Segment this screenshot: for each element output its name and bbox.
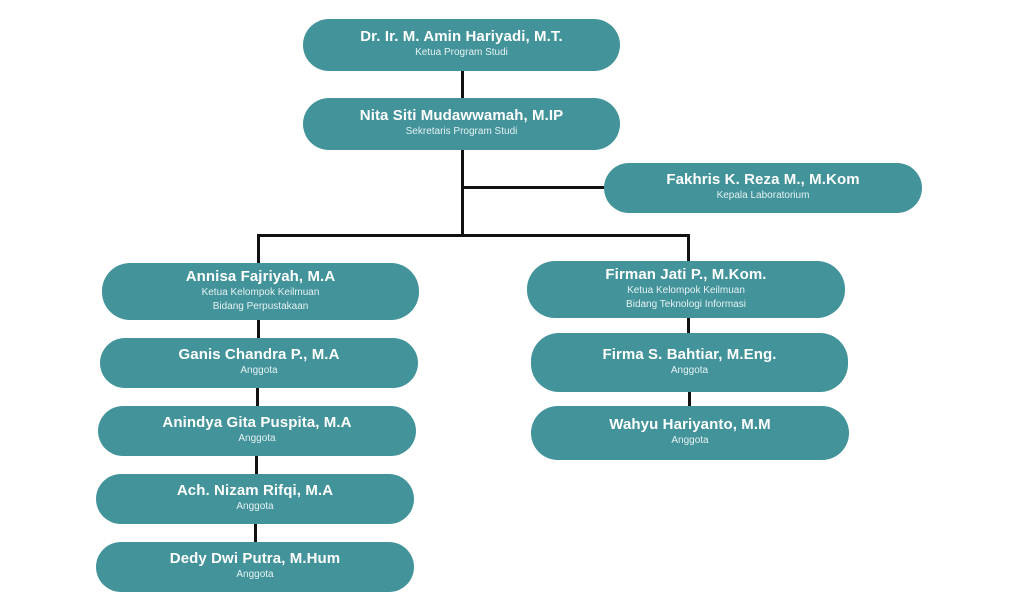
node-name: Ach. Nizam Rifqi, M.A [176, 482, 334, 499]
node-role: Bidang Teknologi Informasi [626, 298, 746, 310]
node-right-member: Firma S. Bahtiar, M.Eng. Anggota [531, 333, 848, 392]
node-left-member: Anindya Gita Puspita, M.A Anggota [98, 406, 416, 456]
connector-left-3 [255, 456, 258, 474]
node-role: Ketua Kelompok Keilmuan [201, 286, 320, 298]
connector-head-to-secretary [461, 71, 464, 98]
node-secretary: Nita Siti Mudawwamah, M.IP Sekretaris Pr… [303, 98, 620, 150]
connector-left-2 [256, 388, 259, 406]
connector-right-2 [688, 392, 691, 406]
node-left-member: Dedy Dwi Putra, M.Hum Anggota [96, 542, 414, 592]
connector-groups-bar [257, 234, 690, 237]
node-name: Dr. Ir. M. Amin Hariyadi, M.T. [360, 28, 563, 45]
node-role: Anggota [236, 501, 274, 512]
node-name: Fakhris K. Reza M., M.Kom [666, 171, 860, 188]
node-left-member: Ganis Chandra P., M.A Anggota [100, 338, 418, 388]
node-role: Kepala Laboratorium [716, 190, 810, 201]
node-role: Ketua Program Studi [415, 47, 508, 58]
node-name: Annisa Fajriyah, M.A [185, 267, 336, 285]
node-role: Anggota [671, 435, 709, 446]
connector-left-4 [254, 524, 257, 542]
node-role: Anggota [670, 364, 709, 376]
node-left-lead: Annisa Fajriyah, M.A Ketua Kelompok Keil… [102, 263, 419, 320]
node-left-member: Ach. Nizam Rifqi, M.A Anggota [96, 474, 414, 524]
node-right-lead: Firman Jati P., M.Kom. Ketua Kelompok Ke… [527, 261, 845, 318]
connector-left-1 [257, 320, 260, 338]
connector-lab-branch [461, 186, 605, 189]
node-right-member: Wahyu Hariyanto, M.M Anggota [531, 406, 849, 460]
node-name: Anindya Gita Puspita, M.A [162, 414, 352, 431]
connector-right-1 [687, 318, 690, 333]
node-name: Nita Siti Mudawwamah, M.IP [359, 107, 564, 124]
connector-secretary-trunk [461, 150, 464, 236]
node-role: Ketua Kelompok Keilmuan [627, 284, 745, 296]
node-role: Anggota [238, 433, 276, 444]
connector-left-drop [257, 234, 260, 264]
node-role: Sekretaris Program Studi [405, 126, 518, 137]
node-role: Anggota [240, 365, 278, 376]
node-role: Bidang Perpustakaan [212, 300, 309, 312]
node-name: Dedy Dwi Putra, M.Hum [169, 550, 341, 567]
node-name: Firma S. Bahtiar, M.Eng. [602, 345, 777, 363]
node-role: Anggota [236, 569, 274, 580]
node-name: Firman Jati P., M.Kom. [605, 265, 767, 283]
node-lab-head: Fakhris K. Reza M., M.Kom Kepala Laborat… [604, 163, 922, 213]
connector-right-drop [687, 234, 690, 262]
node-head: Dr. Ir. M. Amin Hariyadi, M.T. Ketua Pro… [303, 19, 620, 71]
node-name: Wahyu Hariyanto, M.M [609, 416, 771, 433]
node-name: Ganis Chandra P., M.A [178, 346, 340, 363]
